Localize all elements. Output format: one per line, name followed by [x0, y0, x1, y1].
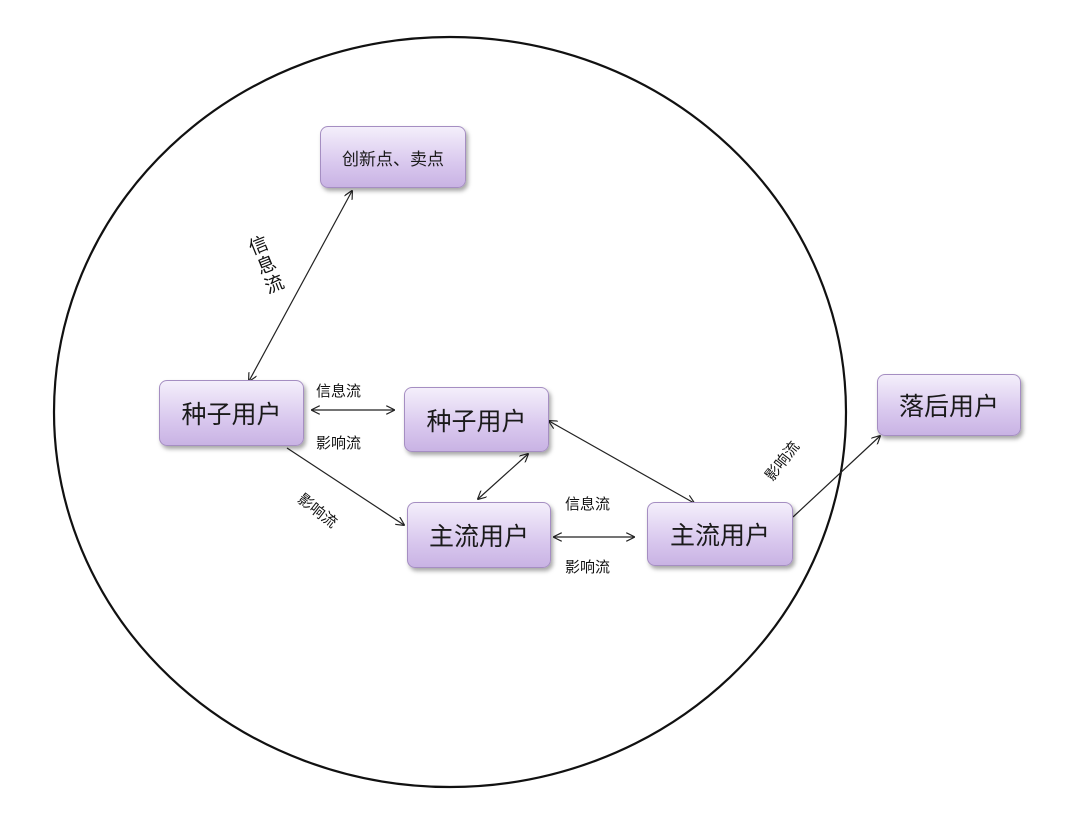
node-mainstream-users-left: 主流用户 — [407, 502, 551, 568]
arrow-seed-center-mainstream-right — [549, 421, 694, 503]
node-laggard-users: 落后用户 — [877, 374, 1021, 436]
node-mainstream-users-right-label: 主流用户 — [669, 521, 770, 550]
edge-label-mainstream-info-flow: 信息流 — [565, 495, 611, 513]
node-seed-users-left: 种子用户 — [159, 380, 304, 446]
arrow-seed-left-mainstream-left — [286, 447, 404, 525]
node-seed-users-center: 种子用户 — [404, 387, 549, 452]
node-innovation-label: 创新点、卖点 — [342, 149, 444, 170]
node-seed-users-center-label: 种子用户 — [426, 406, 527, 436]
market-boundary-circle — [52, 35, 848, 789]
arrow-seed-center-mainstream-left — [478, 454, 528, 499]
edge-label-mainstream-influence-flow: 影响流 — [565, 558, 611, 576]
arrow-innovation-seed-left — [249, 191, 352, 381]
arrow-mainstream-right-laggard — [792, 436, 880, 518]
node-seed-users-left-label: 种子用户 — [181, 400, 282, 429]
node-laggard-users-label: 落后用户 — [898, 392, 999, 421]
node-innovation-selling-point: 创新点、卖点 — [320, 126, 466, 188]
edge-label-seed-influence-flow: 影响流 — [316, 434, 362, 452]
edge-label-seed-info-flow: 信息流 — [316, 382, 362, 400]
node-mainstream-users-right: 主流用户 — [647, 502, 793, 566]
node-mainstream-users-left-label: 主流用户 — [428, 522, 529, 551]
